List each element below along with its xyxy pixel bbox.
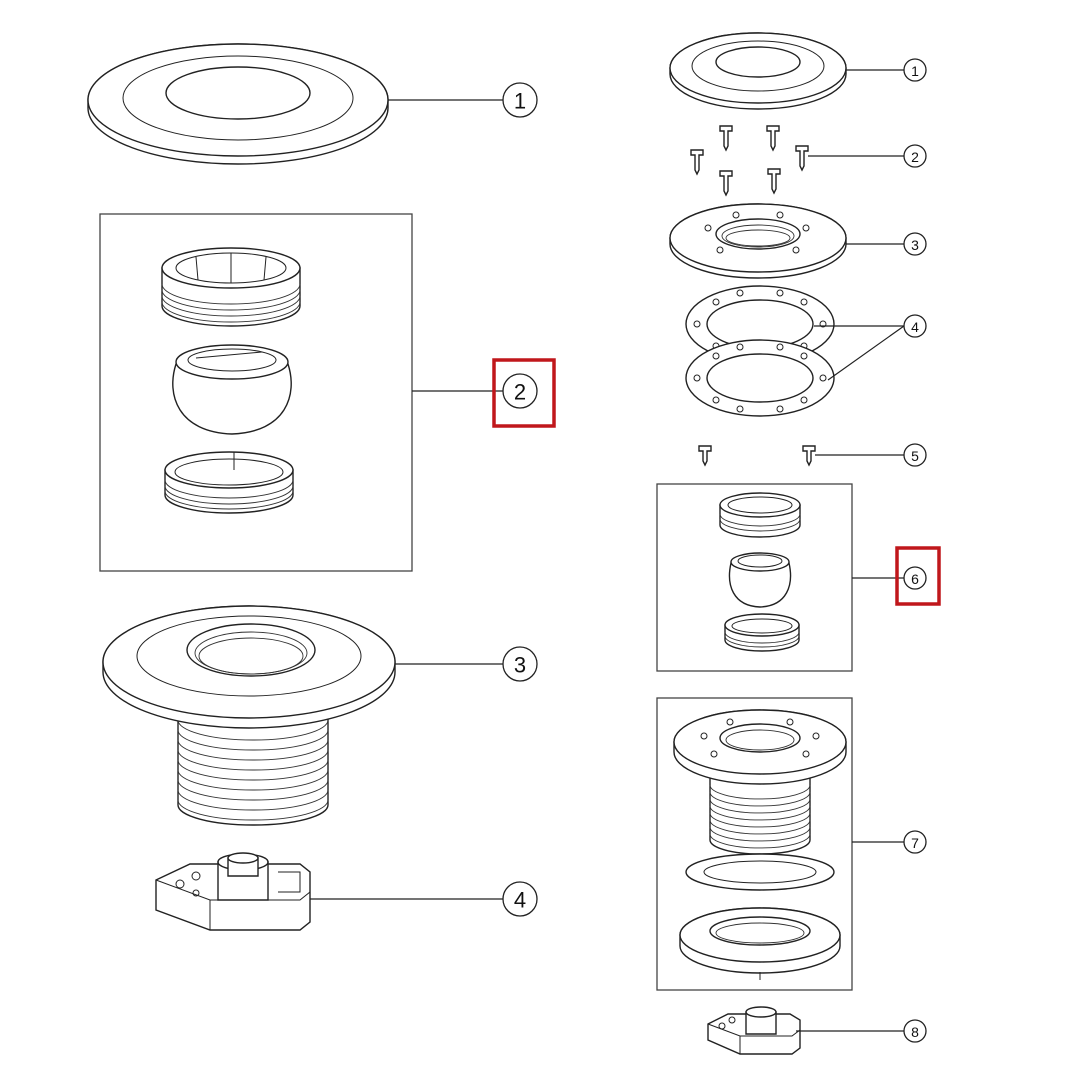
left-group-2-box [99,213,413,572]
right-callout-4: 4 [903,314,927,338]
svg-text:2: 2 [911,149,919,165]
right-group-7-box [656,697,853,991]
svg-text:3: 3 [514,653,526,678]
right-part-6-upper-nut [719,492,801,538]
right-callout-5: 5 [903,443,927,467]
left-callout-3: 3 [502,646,538,682]
right-part-4-gasket-upper [685,285,835,363]
svg-text:7: 7 [911,835,919,851]
svg-text:5: 5 [911,448,919,464]
svg-text:1: 1 [514,89,526,114]
right-callout-1: 1 [903,58,927,82]
right-callout-8: 8 [903,1019,927,1043]
svg-text:4: 4 [911,319,919,335]
left-callout-2: 2 [502,373,538,409]
right-part-8-bracket [707,1006,801,1055]
right-callout-2: 2 [903,144,927,168]
right-part-6-eyeball [728,552,792,608]
left-part-4-bracket [155,852,311,931]
right-part-7-housing [673,709,847,855]
right-part-4-gasket-lower [685,339,835,417]
left-callout-4: 4 [502,881,538,917]
left-part-2-lower-ring [164,451,294,514]
svg-text:6: 6 [911,571,919,587]
left-part-2-eyeball [172,344,292,435]
right-part-7-gasket [685,853,835,891]
svg-text:3: 3 [911,237,919,253]
right-callout-3: 3 [903,232,927,256]
svg-text:8: 8 [911,1024,919,1040]
right-part-5-screws [698,445,816,467]
left-part-3-housing [102,605,396,826]
svg-text:2: 2 [514,380,526,405]
right-callout-6: 6 [903,566,927,590]
highlight-box-left-2 [492,358,556,428]
right-part-2-screws [690,125,809,197]
left-part-1-cover-ring [87,43,389,165]
svg-text:4: 4 [514,888,526,913]
svg-text:1: 1 [911,63,919,79]
right-part-1-cover-ring [669,32,847,110]
leader-line [827,325,905,381]
left-part-2-upper-nut [161,247,301,327]
right-callout-7: 7 [903,830,927,854]
right-part-7-back-ring [679,907,841,980]
left-callout-1: 1 [502,82,538,118]
right-part-6-lower-ring [724,613,800,652]
highlight-box-right-6 [895,546,941,606]
right-part-3-faceplate [669,203,847,279]
